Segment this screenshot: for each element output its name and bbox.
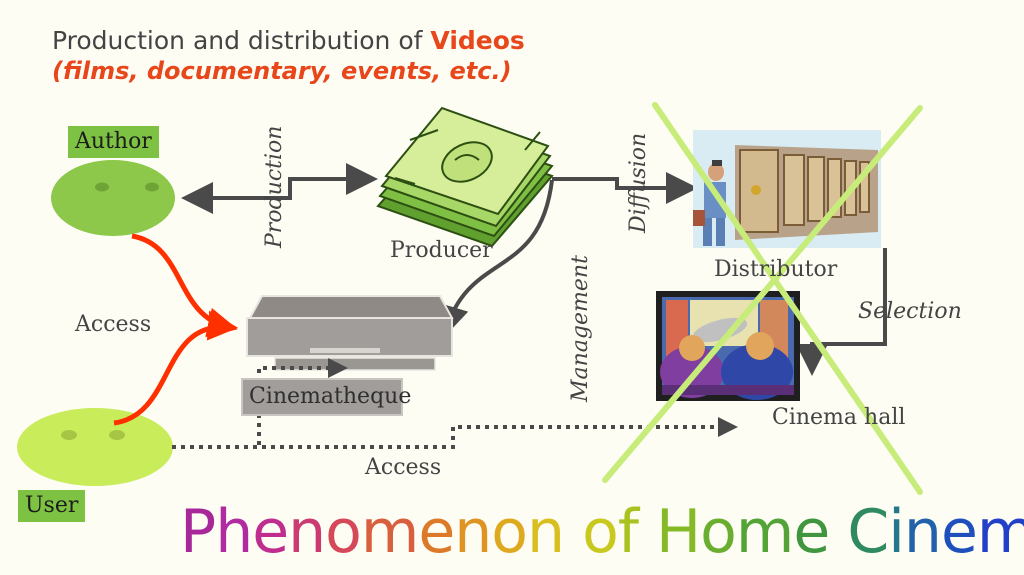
management-arrow: [437, 179, 554, 338]
banner-letter: i: [888, 497, 905, 567]
banner-letter: n: [454, 497, 492, 567]
cinema-hall-label: Cinema hall: [772, 405, 906, 430]
banner-letter: n: [903, 497, 942, 567]
banner-letter: f: [617, 497, 639, 567]
banner-letter: o: [582, 497, 619, 567]
banner-letter: n: [527, 497, 565, 567]
cinematheque-device-icon: [246, 295, 454, 371]
banner-letter: o: [325, 497, 362, 567]
banner-letter: h: [215, 497, 253, 567]
selection-label: Selection: [858, 299, 962, 324]
cross-mark-distributor: [602, 102, 923, 495]
cinematheque-box: Cinematheque: [241, 378, 411, 416]
page-title: Production and distribution of Videos: [52, 26, 525, 55]
production-label: Production: [262, 125, 287, 248]
author-node: [51, 160, 175, 236]
user-node: [17, 408, 173, 486]
user-dotted-access-arrow: [172, 417, 738, 449]
cinematheque-label: Cinematheque: [249, 384, 412, 409]
banner-letter: m: [976, 497, 1024, 567]
banner-letter: o: [491, 497, 528, 567]
home-cinema-banner: Phenomenon of Home Cinema: [180, 497, 1024, 567]
diffusion-label: Diffusion: [626, 132, 651, 233]
production-arrow: [181, 163, 378, 214]
banner-letter: e: [418, 497, 455, 567]
distributor-doors-icon: [693, 130, 881, 248]
access-left-label: Access: [75, 312, 152, 337]
banner-letter: H: [656, 497, 701, 567]
title-highlight: Videos: [430, 26, 525, 55]
banner-letter: P: [180, 497, 216, 567]
banner-letter: C: [847, 497, 889, 567]
distributor-label: Distributor: [714, 257, 838, 282]
banner-letter: m: [735, 497, 794, 567]
banner-space: [564, 497, 582, 567]
title-prefix: Production and distribution of: [52, 26, 431, 55]
banner-letter: e: [940, 497, 978, 567]
author-label: Author: [68, 126, 159, 158]
access-bottom-label: Access: [365, 455, 442, 480]
banner-letter: o: [700, 497, 737, 567]
banner-letter: e: [793, 497, 830, 567]
cinema-audience-icon: [656, 291, 800, 401]
page-subtitle: (films, documentary, events, etc.): [52, 57, 512, 85]
management-label: Management: [568, 255, 593, 402]
producer-label: Producer: [390, 238, 493, 263]
user-access-arrow: [113, 310, 238, 426]
user-label: User: [18, 490, 86, 522]
banner-letter: m: [360, 497, 419, 567]
banner-letter: e: [252, 497, 289, 567]
banner-space: [829, 497, 847, 567]
selection-arrow: [796, 248, 887, 376]
diffusion-arrow: [552, 172, 698, 204]
banner-letter: n: [288, 497, 326, 567]
banner-space: [638, 497, 656, 567]
money-stack-icon: [376, 106, 554, 248]
